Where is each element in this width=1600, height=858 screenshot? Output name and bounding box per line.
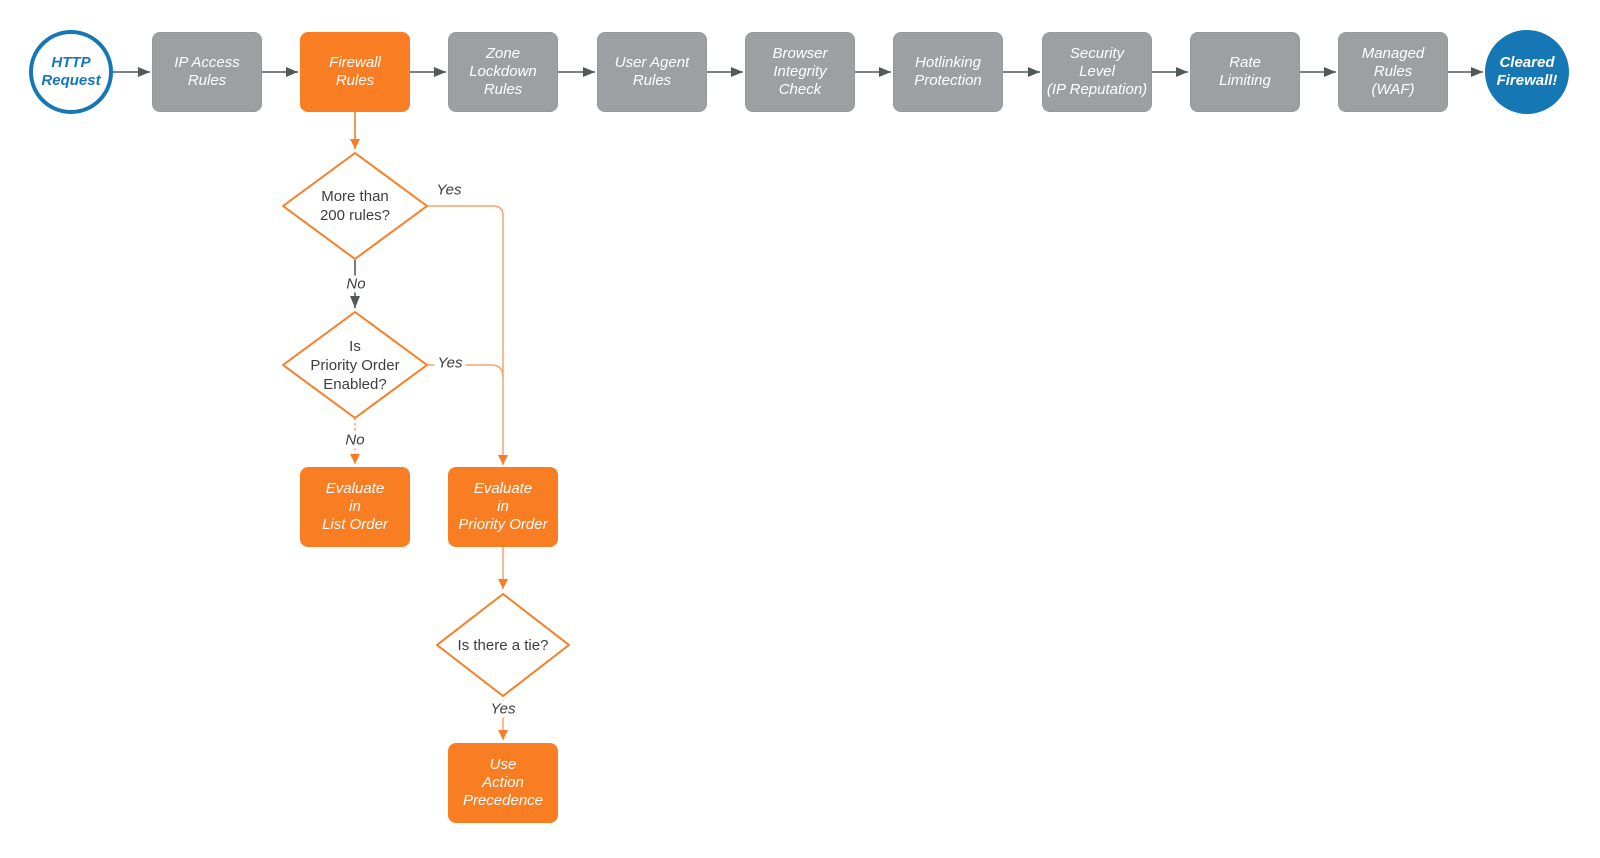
node-hotlinking-protection: Hotlinking Protection	[893, 32, 1003, 112]
edge-label-yes: Yes	[433, 181, 465, 199]
node-evaluate-priority-order: Evaluate in Priority Order	[448, 467, 558, 547]
edge-label-yes: Yes	[487, 700, 519, 718]
node-security-level: Security Level (IP Reputation)	[1042, 32, 1152, 112]
node-browser-integrity-check: Browser Integrity Check	[745, 32, 855, 112]
node-zone-lockdown-rules: Zone Lockdown Rules	[448, 32, 558, 112]
node-firewall-rules: Firewall Rules	[300, 32, 410, 112]
decision-is-there-a-tie: Is there a tie?	[435, 592, 571, 698]
node-rate-limiting: Rate Limiting	[1190, 32, 1300, 112]
edge-label-no: No	[342, 431, 368, 449]
diamond-shape	[282, 311, 428, 419]
node-http-request: HTTP Request	[29, 30, 113, 114]
node-use-action-precedence: Use Action Precedence	[448, 743, 558, 823]
edge-label-yes: Yes	[434, 354, 466, 372]
diamond-shape	[436, 593, 570, 697]
decision-more-than-200-rules: More than 200 rules?	[281, 151, 429, 261]
node-managed-rules-waf: Managed Rules (WAF)	[1338, 32, 1448, 112]
node-cleared-firewall: Cleared Firewall!	[1485, 30, 1569, 114]
edge-label-no: No	[343, 275, 369, 293]
decision-priority-order-enabled: Is Priority Order Enabled?	[281, 310, 429, 420]
decision-label: Is there a tie?	[457, 636, 549, 654]
decision-label: More than 200 rules?	[319, 188, 391, 224]
decision-label: Is Priority Order Enabled?	[310, 337, 400, 393]
node-user-agent-rules: User Agent Rules	[597, 32, 707, 112]
diamond-shape	[282, 152, 428, 260]
node-evaluate-list-order: Evaluate in List Order	[300, 467, 410, 547]
node-ip-access-rules: IP Access Rules	[152, 32, 262, 112]
